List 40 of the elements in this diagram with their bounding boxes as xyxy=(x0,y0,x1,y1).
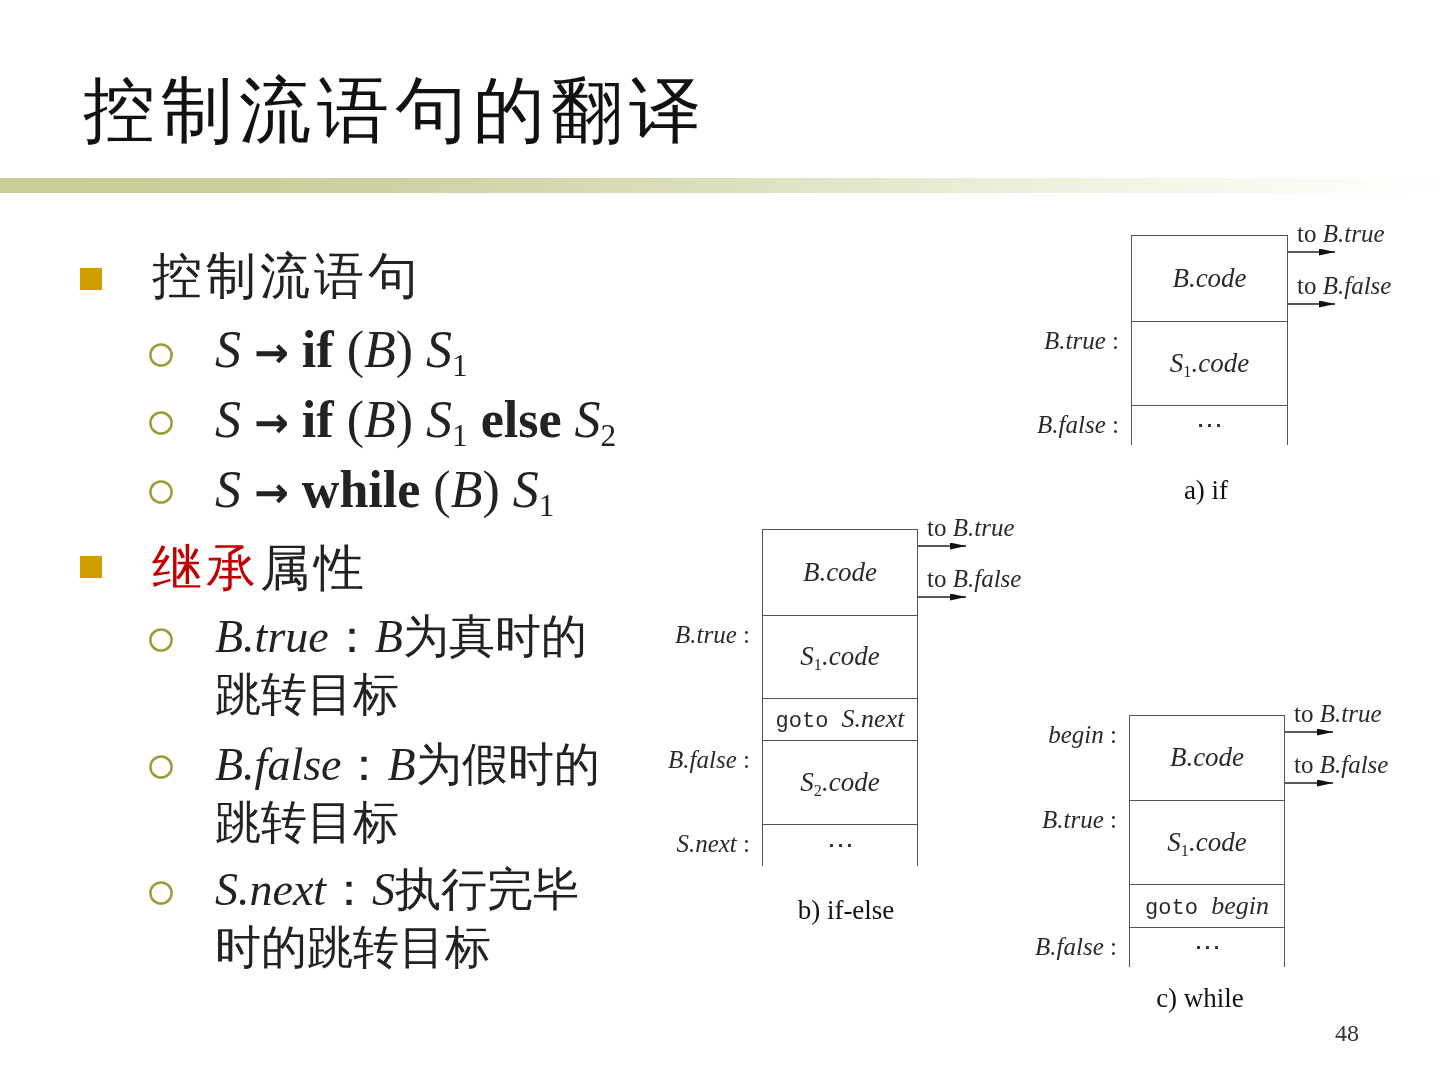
jump-label: B.false : xyxy=(1035,932,1117,962)
figure-caption: b) if-else xyxy=(797,894,895,926)
code-block: B.code xyxy=(1131,235,1288,321)
arrow xyxy=(1284,779,1334,787)
slide-title: 控制流语句的翻译 xyxy=(83,70,707,153)
code-block: ⋯ xyxy=(1129,927,1285,967)
bullet-heading: 控制流语句 xyxy=(152,247,422,306)
code-block: S$_{1}$.code xyxy=(1131,321,1288,405)
attribute-definition: B.true：B为真时的跳转目标 xyxy=(215,610,588,722)
highlighted-term: 继承 xyxy=(152,539,260,598)
code-block: S$_{1}$.code xyxy=(762,615,918,698)
figure-caption: c) while xyxy=(1156,982,1244,1014)
page-number: 48 xyxy=(1335,1019,1359,1048)
arrow xyxy=(917,593,967,601)
production-rule: S → while (B) S$_{1}$ xyxy=(215,460,555,523)
code-block: B.code xyxy=(762,529,918,615)
jump-label: begin : xyxy=(1048,720,1117,750)
production-rule: S → if (B) S$_{1}$ xyxy=(215,320,468,383)
figure-caption: a) if xyxy=(1183,474,1229,506)
attribute-definition: S.next：S执行完毕时的跳转目标 xyxy=(215,863,581,975)
arrow xyxy=(1284,728,1334,736)
production-rule: S → if (B) S$_{1}$ else S$_{2}$ xyxy=(215,390,617,453)
jump-label: S.next : xyxy=(676,829,750,859)
jump-label: B.true : xyxy=(675,620,750,650)
bullet-heading: 属性 xyxy=(260,539,368,598)
code-block: goto begin xyxy=(1129,884,1285,927)
code-block: S$_{2}$.code xyxy=(762,740,918,824)
arrow xyxy=(1287,300,1336,308)
attribute-definition: B.false：B为假时的跳转目标 xyxy=(215,738,601,850)
jump-label: B.true : xyxy=(1044,326,1119,356)
code-block: B.code xyxy=(1129,715,1285,800)
jump-label: B.false : xyxy=(668,745,750,775)
code-block: ⋯ xyxy=(1131,405,1288,445)
arrow xyxy=(917,542,967,550)
jump-label: B.false : xyxy=(1037,410,1119,440)
code-block: S$_{1}$.code xyxy=(1129,800,1285,884)
code-block: goto S.next xyxy=(762,698,918,740)
code-block: ⋯ xyxy=(762,824,918,866)
jump-label: B.true : xyxy=(1042,805,1117,835)
arrow xyxy=(1287,248,1336,256)
